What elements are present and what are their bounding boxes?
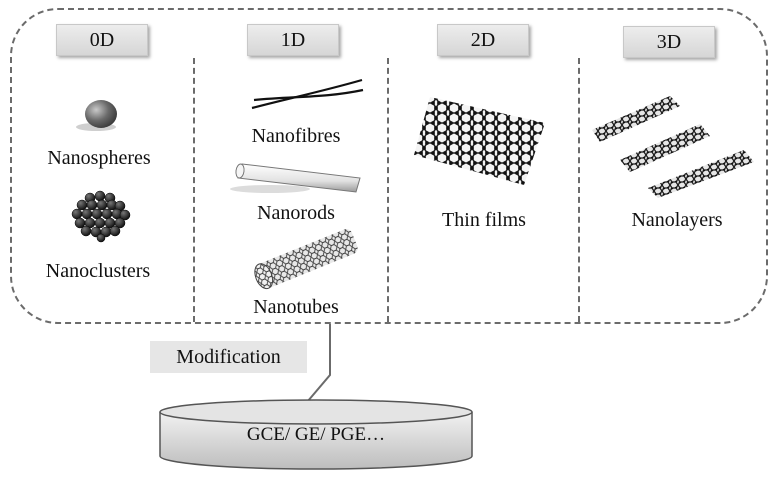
nanoclusters-label: Nanoclusters [45, 260, 151, 282]
electrode-disk-icon [159, 399, 473, 470]
nanosphere-icon [76, 100, 117, 131]
dimension-0d-label: 0D [56, 24, 148, 56]
divider-1d-2d [387, 58, 389, 322]
nanospheres-label: Nanospheres [47, 147, 151, 169]
nanolayer-icon [592, 96, 754, 198]
nanocluster-icon [71, 190, 131, 243]
nanolayers-label: Nanolayers [631, 209, 723, 231]
nanorod-icon [230, 163, 361, 193]
dimension-3d-label: 3D [623, 26, 715, 58]
nanotube-icon [254, 229, 358, 290]
divider-2d-3d [578, 58, 580, 322]
nanorods-label: Nanorods [257, 202, 335, 224]
nanomaterials-panel [10, 8, 768, 324]
nanotubes-label: Nanotubes [253, 296, 339, 318]
nanofibres-label: Nanofibres [251, 125, 341, 147]
electrode-label: GCE/ GE/ PGE… [246, 424, 386, 445]
thin-film-icon [414, 97, 545, 185]
thin-films-label: Thin films [442, 209, 526, 231]
dimension-1d-label: 1D [247, 24, 339, 56]
nanofibre-icon [251, 78, 364, 110]
divider-0d-1d [193, 58, 195, 322]
modification-label: Modification [150, 341, 307, 373]
dimension-2d-label: 2D [437, 24, 529, 56]
